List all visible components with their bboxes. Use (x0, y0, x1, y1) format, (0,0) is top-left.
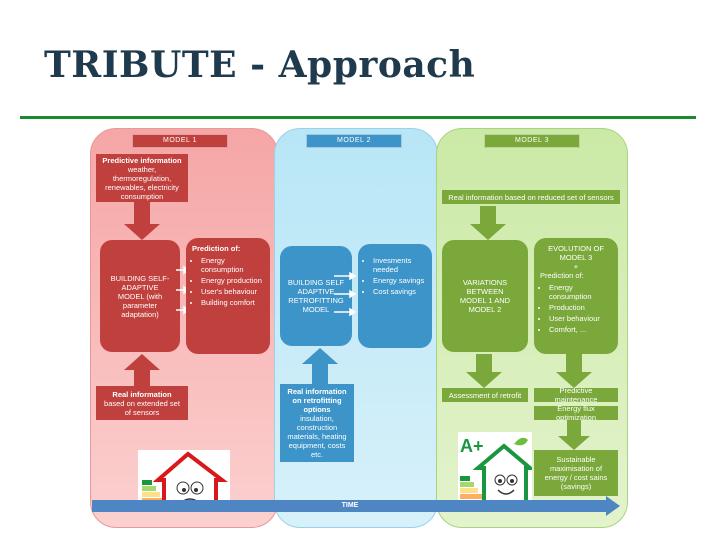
real-info-line: options (303, 405, 331, 414)
predictive-info-line: thermoregulation, (112, 173, 172, 183)
up-arrow-icon (124, 354, 160, 388)
up-arrow-icon (302, 348, 338, 384)
tribute-diagram: MODEL 1 MODEL 2 MODEL 3 Predictive infor… (88, 128, 628, 528)
predictive-info-line: weather, (127, 164, 157, 174)
list-item: Building comfort (201, 298, 264, 307)
model3-energy-flux: Energy flux optimization (534, 404, 618, 422)
list-item: Invesments needed (373, 256, 426, 274)
real-info-line: insulation, (300, 414, 334, 423)
core-line: ADAPTIVE (121, 282, 159, 292)
model3-sustainable: Sustainable maximisation of energy / cos… (534, 450, 618, 496)
list-item: Energy consumption (201, 256, 264, 274)
core-line: BUILDING SELF- (110, 273, 170, 283)
model2-header: MODEL 2 (306, 134, 402, 148)
model2-real-info: Real information on retrofitting options… (280, 384, 354, 462)
timeline-bar: TIME (92, 500, 608, 512)
title-underline (20, 116, 696, 119)
prediction-title: Prediction of: (540, 271, 584, 280)
slide-title: TRIBUTE - Approach (44, 44, 476, 86)
evolution-title-line: EVOLUTION OF (548, 244, 604, 253)
real-info-line: on retrofitting (292, 396, 342, 405)
real-info-line: materials, heating (287, 432, 347, 441)
model1-header: MODEL 1 (132, 134, 228, 148)
model3-predictive-maintenance: Predictive maintenance (534, 386, 618, 404)
down-arrow-icon (558, 420, 590, 450)
evolution-title-line: + (573, 262, 579, 271)
core-line: RETROFITTING (288, 296, 344, 305)
core-line: MODEL (302, 305, 330, 314)
core-line: adaptation) (121, 309, 159, 319)
list-item: Energy savings (373, 276, 426, 285)
list-item: User's behaviour (201, 287, 264, 296)
sustainable-line: energy / cost sains (544, 473, 608, 482)
model1-predictive-info: Predictive information weather, thermore… (96, 154, 188, 202)
predictive-info-line: renewables, electricity (105, 182, 179, 192)
evolution-title-line: MODEL 3 (559, 253, 593, 262)
down-arrow-icon (556, 354, 592, 388)
down-arrow-icon (466, 354, 502, 388)
list-item: Energy consumption (549, 283, 612, 301)
core-line: ADAPTIVE (297, 287, 335, 296)
evolution-title: EVOLUTION OF MODEL 3 + (540, 244, 612, 271)
model3-header: MODEL 3 (484, 134, 580, 148)
model2-core-box: BUILDING SELF ADAPTIVE RETROFITTING MODE… (280, 246, 352, 346)
model1-real-info: Real information based on extended set o… (96, 386, 188, 420)
predictive-info-line: consumption (120, 191, 164, 201)
model1-core-box: BUILDING SELF- ADAPTIVE MODEL (with para… (100, 240, 180, 352)
core-line: BUILDING SELF (287, 278, 345, 287)
sustainable-line: (savings) (560, 482, 592, 491)
predictive-info-title: Predictive information (102, 155, 182, 165)
prediction-title: Prediction of: (192, 244, 241, 253)
sustainable-line: Sustainable (556, 455, 596, 464)
model3-assessment: Assessment of retrofit (442, 388, 528, 402)
real-info-line: equipment, costs (288, 441, 346, 450)
variations-line: MODEL 1 AND (459, 296, 511, 305)
list-item: User behaviour (549, 314, 612, 323)
svg-text:A+: A+ (460, 436, 484, 456)
sustainable-line: maximisation of (549, 464, 603, 473)
variations-line: BETWEEN (466, 287, 504, 296)
model1-prediction-list: Prediction of: Energy consumption Energy… (186, 238, 270, 354)
real-info-line: of sensors (124, 407, 160, 417)
model2-items-list: Invesments needed Energy savings Cost sa… (358, 244, 432, 348)
core-line: MODEL (with (117, 291, 163, 301)
variations-line: VARIATIONS (462, 278, 508, 287)
real-info-title: Real information (112, 389, 172, 399)
down-arrow-icon (470, 206, 506, 240)
list-item: Cost savings (373, 287, 426, 296)
variations-line: MODEL 2 (468, 305, 502, 314)
happy-house-energy-label-icon: A+ (458, 432, 532, 506)
list-item: Production (549, 303, 612, 312)
real-info-line: based on extended set (104, 398, 180, 408)
model3-variations-box: VARIATIONS BETWEEN MODEL 1 AND MODEL 2 (442, 240, 528, 352)
list-item: Energy production (201, 276, 264, 285)
right-arrows-icon (334, 271, 356, 317)
model3-evolution-list: EVOLUTION OF MODEL 3 + Prediction of: En… (534, 238, 618, 354)
list-item: Comfort, ... (549, 325, 612, 334)
model3-real-info: Real information based on reduced set of… (442, 190, 620, 204)
real-info-line: etc. (310, 450, 324, 459)
real-info-line: construction (296, 423, 338, 432)
timeline-arrow-head-icon (606, 496, 620, 516)
real-info-title: Real information (287, 387, 347, 396)
down-arrow-icon (124, 202, 160, 240)
core-line: parameter (122, 300, 158, 310)
